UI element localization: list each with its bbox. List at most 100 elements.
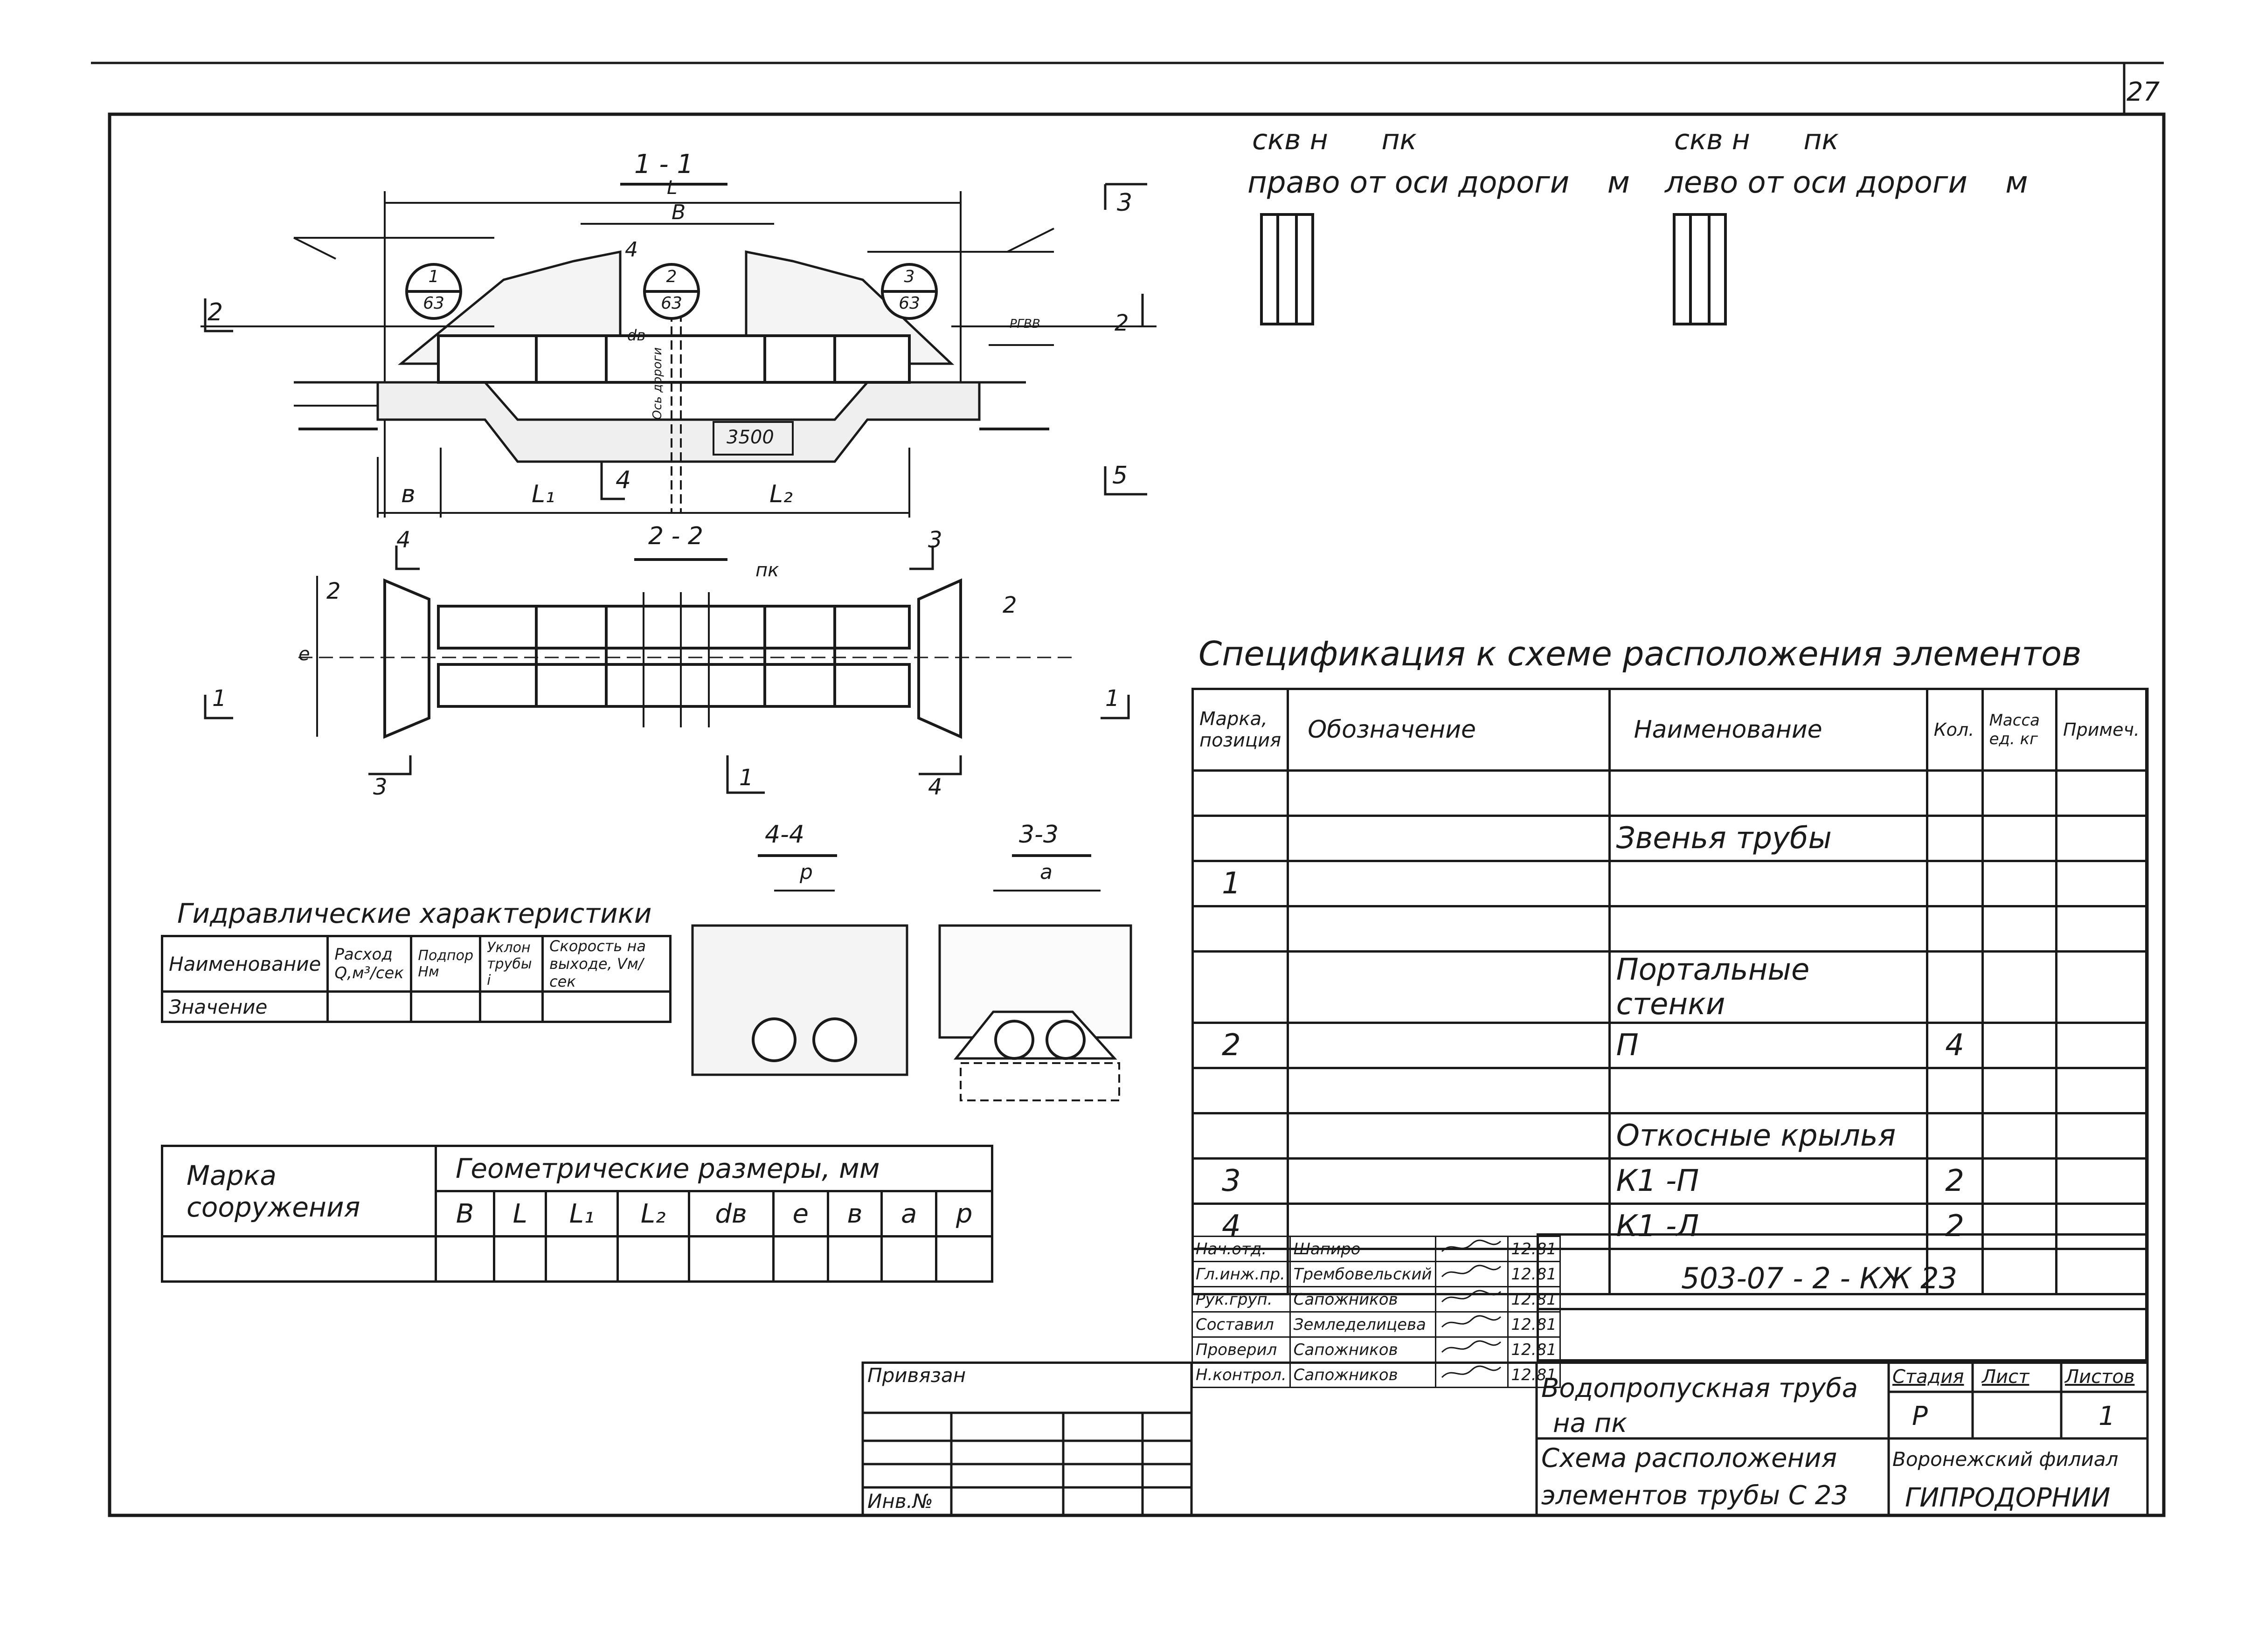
borehole-right-position: право от оси дороги м: [1247, 166, 1630, 200]
signature-date: 12.81: [1507, 1286, 1561, 1313]
spec-cell: [1981, 1112, 2058, 1160]
dim-3500: 3500: [727, 427, 774, 448]
spec-cell: [1608, 905, 1928, 953]
marker-3-plan-right: 3: [928, 527, 942, 553]
section-1-1-title: 1 - 1: [634, 149, 694, 180]
spec-cell: [1981, 815, 2058, 862]
spec-cell: [1287, 860, 1611, 907]
dim-p: p: [800, 860, 813, 884]
geo-col-a: a: [880, 1190, 938, 1237]
spec-cell: [1191, 1112, 1289, 1160]
marker-4-plan-left: 4: [396, 527, 411, 553]
geo-col-b: в: [827, 1190, 883, 1237]
signature-mark: [1434, 1286, 1509, 1313]
borehole-right-label: скв н пк: [1252, 124, 1417, 156]
spec-cell: [1926, 905, 1984, 953]
title-line-2: на пк: [1553, 1408, 1628, 1438]
spec-cell: [2055, 1022, 2147, 1069]
spec-cell: [2055, 905, 2147, 953]
marker-1-plan: 1: [739, 765, 754, 791]
signature-date: 12.81: [1507, 1336, 1561, 1363]
spec-cell: [1981, 950, 2058, 1024]
spec-cell: [1287, 1067, 1611, 1114]
spec-cell: [1608, 1067, 1928, 1114]
geo-col-d: dв: [687, 1190, 775, 1237]
spec-cell: [1981, 1248, 2058, 1295]
spec-cell: [1981, 1022, 2058, 1069]
spec-header-note: Примеч.: [2055, 688, 2147, 772]
spec-cell: [1981, 1203, 2058, 1250]
geometry-table: Марка сооружения Геометрические размеры,…: [161, 1145, 993, 1283]
table-row: Портальные стенки: [1191, 950, 2147, 1024]
signature-name: Сапожников: [1289, 1336, 1436, 1363]
spec-cell: [1608, 1248, 1928, 1295]
marker-3-top: 3: [1117, 189, 1133, 217]
signature-name: Сапожников: [1289, 1362, 1436, 1388]
spec-cell: 3: [1191, 1157, 1289, 1205]
dim-L1: L₁: [532, 480, 555, 508]
dim-d: dв: [627, 326, 646, 344]
signature-role: Нач.отд.: [1191, 1236, 1291, 1262]
geo-col-L2: L₂: [616, 1190, 690, 1237]
hyd-header-name: Наименование: [160, 935, 329, 993]
hyd-header-flow: Расход Q,м³/сек: [326, 935, 413, 993]
signature-icon: [1441, 1265, 1501, 1278]
borehole-left-label: скв н пк: [1674, 124, 1839, 156]
spec-cell: [1287, 1022, 1611, 1069]
dim-e: e: [298, 643, 310, 665]
spec-cell: Откосные крылья: [1608, 1112, 1928, 1160]
spec-cell: Звенья трубы: [1608, 815, 1928, 862]
hyd-header-slope: Уклон трубы i: [479, 935, 544, 993]
spec-cell: [1287, 1157, 1611, 1205]
dim-L2: L₂: [769, 480, 793, 508]
spec-cell: [2055, 860, 2147, 907]
title-line-3: Схема расположения: [1541, 1443, 1837, 1473]
stage-label: Стадия: [1892, 1366, 1964, 1388]
spec-cell: [2055, 1203, 2147, 1250]
spec-header-mass: Масса ед. кг: [1981, 688, 2058, 772]
spec-cell: К1 -П: [1608, 1157, 1928, 1205]
signature-role: Составил: [1191, 1311, 1291, 1338]
title-line-1: Водопропускная труба: [1541, 1373, 1858, 1403]
section-3-3-title: 3-3: [1019, 821, 1059, 849]
spec-cell: [1287, 769, 1611, 817]
spec-header-qty: Кол.: [1926, 688, 1984, 772]
geo-col-L1: L₁: [545, 1190, 619, 1237]
hyd-header-backwater: Подпор Hм: [410, 935, 482, 993]
spec-cell: Портальные стенки: [1608, 950, 1928, 1024]
spec-cell: [1608, 860, 1928, 907]
signature-icon: [1441, 1315, 1501, 1328]
table-row: Откосные крылья: [1191, 1112, 2147, 1160]
spec-header-designation: Обозначение: [1287, 688, 1611, 772]
geo-header-mark: Марка сооружения: [161, 1145, 437, 1237]
doc-code-box: [1537, 1233, 2147, 1310]
spec-cell: [1287, 950, 1611, 1024]
spec-table: Марка, позиция Обозначение Наименование …: [1191, 688, 2147, 1295]
hyd-row-label: Значение: [160, 990, 329, 1023]
inventory-label: Инв.№: [867, 1490, 933, 1513]
dim-B: B: [672, 200, 686, 224]
geo-col-B: B: [435, 1190, 495, 1237]
spec-title: Спецификация к схеме расположения элемен…: [1198, 634, 2082, 673]
spec-cell: [1287, 815, 1611, 862]
marker-4-top: 4: [625, 238, 638, 262]
signature-mark: [1434, 1261, 1509, 1287]
spec-cell: [1608, 769, 1928, 817]
geo-col-p: p: [935, 1190, 993, 1237]
marker-4-plan-right: 4: [928, 774, 942, 800]
title-line-4: элементов трубы С 23: [1541, 1480, 1848, 1511]
callout-3-bottom: 63: [899, 294, 920, 313]
sheets-value: 1: [2099, 1401, 2115, 1431]
signature-name: Трембовельский: [1289, 1261, 1436, 1287]
signature-name: Земледелицева: [1289, 1311, 1436, 1338]
signature-mark: [1434, 1236, 1509, 1262]
signature-icon: [1441, 1239, 1501, 1252]
signature-name: Шапиро: [1289, 1236, 1436, 1262]
spec-header-mark: Марка, позиция: [1191, 688, 1289, 772]
spec-cell: [1981, 1067, 2058, 1114]
dim-a: a: [1040, 860, 1053, 884]
spec-cell: [2055, 1157, 2147, 1205]
